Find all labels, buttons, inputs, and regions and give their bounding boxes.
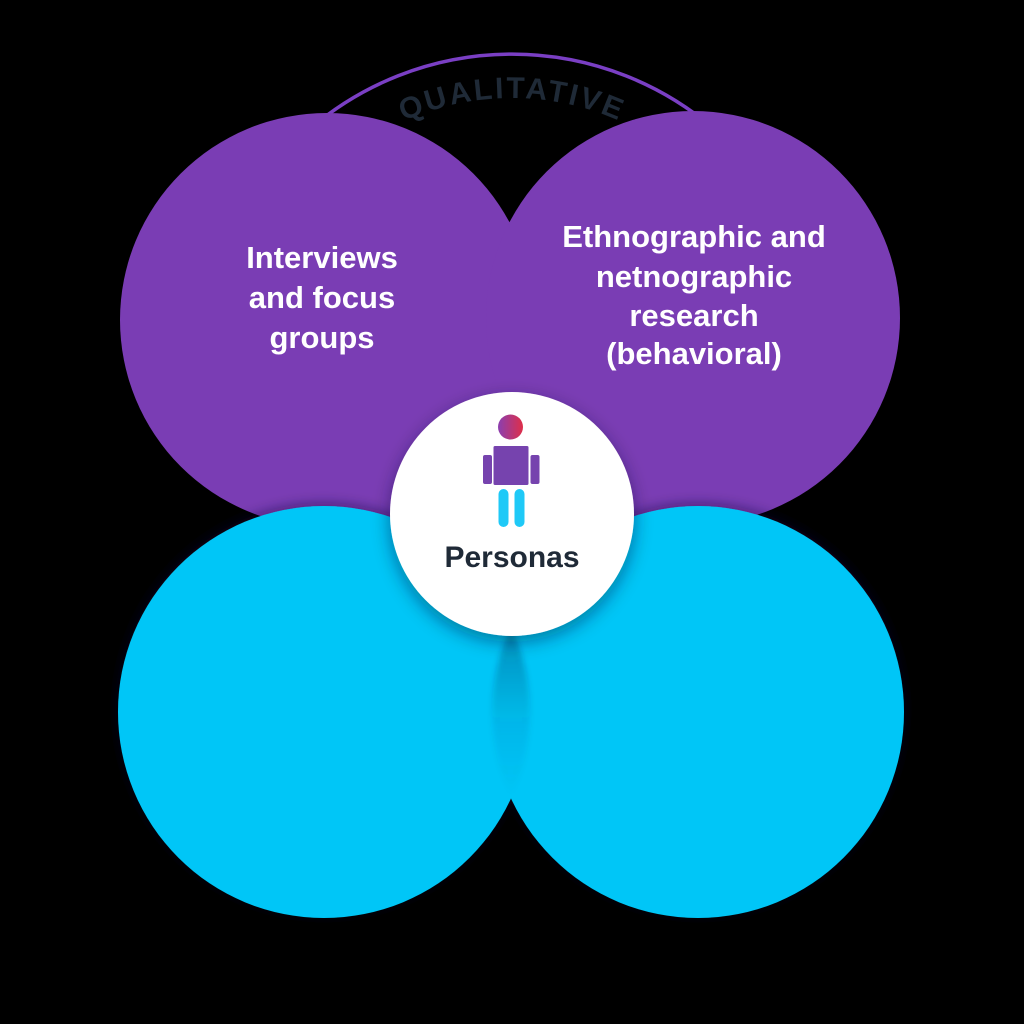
circle-bottom-left [118, 506, 530, 918]
ethnographic-label-line-2: netnographic [596, 259, 792, 294]
personas-label: Personas [444, 541, 579, 574]
person-icon-right-leg [514, 489, 525, 527]
interviews-label-line-2: and focus [249, 280, 395, 315]
interviews-focus-groups-label: Interviews and focus groups [246, 240, 398, 355]
person-icon-left-leg [498, 489, 509, 527]
person-icon [483, 414, 540, 527]
ethnographic-research-label: Ethnographic and netnographic research (… [562, 219, 826, 371]
ethnographic-label-line-1: Ethnographic and [562, 219, 826, 254]
interviews-label-line-1: Interviews [246, 240, 398, 275]
circle-bottom-right [492, 506, 904, 918]
ethnographic-label-line-3: research [629, 298, 758, 333]
person-icon-right-arm [530, 455, 540, 484]
person-icon-head [498, 414, 523, 440]
person-icon-left-arm [483, 455, 492, 484]
person-icon-torso [493, 446, 529, 485]
ethnographic-label-line-4: (behavioral) [606, 336, 782, 371]
cyan-overlap-shadow [492, 626, 530, 798]
interviews-label-line-3: groups [269, 320, 374, 355]
personas-badge-circle [390, 392, 634, 636]
